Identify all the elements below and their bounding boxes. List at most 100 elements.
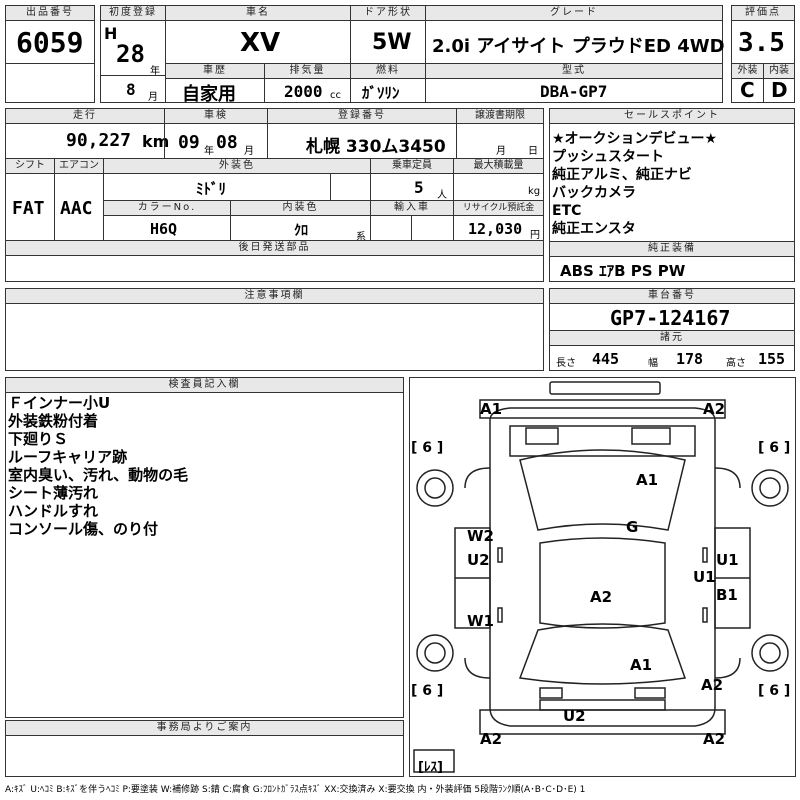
sales-item: プッシュスタート (552, 149, 664, 165)
import-cell (370, 215, 454, 241)
mileage-label: 走行 (5, 108, 165, 124)
mileage: 90,227 (66, 130, 132, 151)
first-reg-month: 8 (126, 80, 136, 99)
equipment: ABS ｴｱB PS PW (560, 262, 686, 280)
score: 3.5 (738, 28, 785, 58)
dims-cell (549, 345, 795, 371)
damage-mark: B1 (716, 586, 738, 604)
ext-label: 外装 (731, 63, 764, 79)
tire-depth: [ 6 ] (411, 683, 444, 699)
color: ﾐﾄﾞﾘ (196, 180, 227, 198)
color-label: 外装色 (103, 158, 371, 174)
note-line: ルーフキャリア跡 (8, 448, 128, 466)
note-line: 室内臭い、汚れ、動物の毛 (8, 466, 189, 484)
equipment-label: 純正装備 (549, 241, 795, 257)
displacement-unit: cc (330, 90, 341, 101)
damage-mark: U2 (563, 707, 586, 725)
caution-cell (5, 303, 544, 371)
width: 178 (676, 350, 704, 368)
height: 155 (758, 350, 786, 368)
color-no: H6Q (150, 220, 178, 238)
note-line: ハンドルすれ (8, 502, 99, 520)
reg-no-label: 登録番号 (267, 108, 457, 124)
int-cell (763, 78, 795, 103)
history: 自家用 (182, 84, 236, 105)
sales-item: ★オークションデビュー★ (552, 131, 718, 147)
aircon-label: エアコン (54, 158, 104, 174)
int-color-label: 内装色 (230, 200, 371, 216)
car-outline (413, 381, 789, 773)
car-name: XV (240, 28, 281, 58)
sales-item: 純正アルミ、純正ナビ (552, 167, 692, 183)
width-label: 幅 (648, 358, 658, 369)
car-diagram (409, 377, 796, 777)
insp-month-unit: 月 (244, 146, 254, 157)
grade: 2.0i アイサイト プラウドED 4WD (432, 36, 725, 57)
fuel: ｶﾞｿﾘﾝ (362, 84, 400, 102)
load-label: 最大積載量 (453, 158, 544, 174)
sales-label: セールスポイント (549, 108, 795, 124)
car-name-label: 車名 (165, 5, 351, 21)
capacity-label: 乗車定員 (370, 158, 454, 174)
ext-grade: C (740, 78, 755, 102)
insp-year-unit: 年 (204, 146, 214, 157)
later-parts-label: 後日発送部品 (5, 240, 544, 256)
sales-item: 純正エンスタ (552, 221, 636, 237)
height-label: 高さ (726, 358, 746, 369)
damage-mark: U1 (693, 568, 716, 586)
load-unit: kg (528, 186, 541, 197)
chassis-label: 車台番号 (549, 288, 795, 304)
grade-label: グレード (425, 5, 723, 21)
transfer-label: 譲渡書期限 (456, 108, 544, 124)
first-reg-year: 28 (116, 40, 145, 68)
spare-tire: [ﾚｽ] (418, 760, 443, 775)
damage-mark: U2 (467, 551, 490, 569)
note-line: 外装鉄粉付着 (8, 412, 99, 430)
first-reg-month-unit: 月 (148, 92, 158, 103)
caution-label: 注意事項欄 (5, 288, 544, 304)
damage-mark: A2 (701, 676, 724, 694)
damage-mark: U1 (716, 551, 739, 569)
note-line: 下廻りＳ (8, 430, 69, 448)
damage-mark: W2 (467, 527, 494, 545)
door-type: 5W (372, 30, 412, 55)
tire-depth: [ 6 ] (758, 683, 791, 699)
insp-month: 08 (216, 132, 238, 153)
legend: A:ｷｽﾞ U:ﾍｺﾐ B:ｷｽﾞを伴うﾍｺﾐ P:要塗装 W:補修跡 S:錆 … (5, 785, 586, 795)
dims-label: 諸元 (549, 330, 795, 346)
int-color: ｸﾛ (294, 223, 308, 239)
recycle-label: リサイクル預託金 (453, 200, 544, 216)
recycle-unit: 円 (530, 230, 540, 241)
lot-number: 6059 (16, 26, 84, 59)
inspector-cell (5, 392, 404, 718)
inspector-label: 検査員記入欄 (5, 377, 404, 393)
note-line: シート薄汚れ (8, 484, 99, 502)
tire-depth: [ 6 ] (411, 440, 444, 456)
first-reg-era: H (104, 24, 118, 43)
reg-no: 札幌 330ム3450 (306, 137, 446, 157)
damage-mark: A2 (703, 730, 726, 748)
transfer-month: 月 (496, 146, 506, 157)
aircon: AAC (60, 198, 93, 219)
inspection-label: 車検 (164, 108, 268, 124)
damage-mark: A1 (636, 471, 659, 489)
office-label: 事務局よりご案内 (5, 720, 404, 736)
color-blank (330, 173, 371, 201)
transfer-day: 日 (528, 146, 538, 157)
first-reg-label: 初度登録 (100, 5, 166, 21)
length: 445 (592, 350, 620, 368)
damage-mark: W1 (467, 612, 494, 630)
model: DBA-GP7 (540, 82, 608, 101)
damage-mark: A2 (590, 588, 613, 606)
insp-year: 09 (178, 132, 200, 153)
inspector-notes: Ｆインナー小U 外装鉄粉付着 下廻りＳ ルーフキャリア跡 室内臭い、汚れ、動物の… (8, 394, 188, 538)
int-color-unit: 系 (356, 232, 366, 243)
import-divider (411, 215, 412, 241)
model-cell (425, 78, 723, 103)
first-reg-year-unit: 年 (150, 66, 160, 77)
office-cell (5, 735, 404, 777)
length-label: 長さ (556, 358, 576, 369)
import-label: 輸入車 (370, 200, 454, 216)
displacement-label: 排気量 (264, 63, 351, 79)
recycle: 12,030 (468, 220, 523, 238)
